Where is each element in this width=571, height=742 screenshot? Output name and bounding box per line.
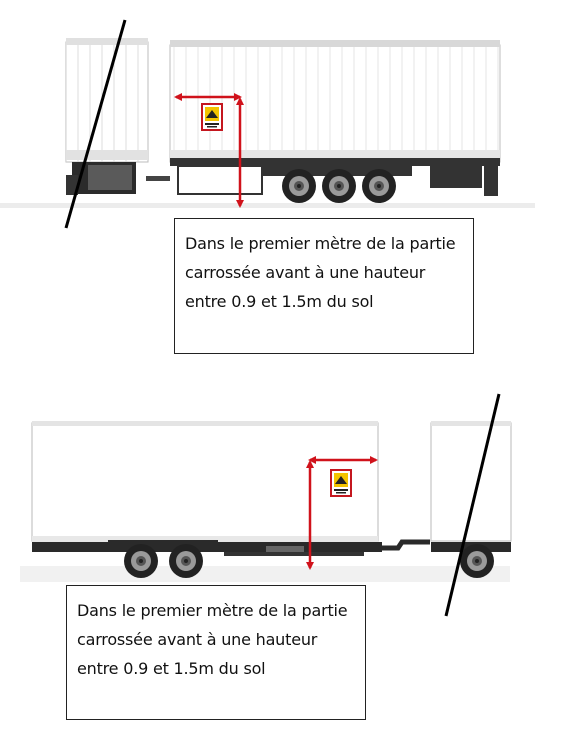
bottom-box-body (31, 421, 379, 542)
bottom-side-guard (224, 552, 364, 556)
bottom-tank-detail (266, 546, 304, 552)
bottom-ground (20, 566, 510, 582)
top-side-box (177, 165, 263, 195)
top-cut-line (64, 19, 127, 229)
wheel-icon (322, 169, 356, 203)
wheel-icon (124, 544, 158, 578)
caption-bottom: Dans le premier mètre de la partie carro… (66, 585, 366, 720)
top-rear-bumper (484, 166, 498, 196)
top-trailer-body (169, 40, 501, 166)
bottom-drawbar (382, 539, 430, 551)
wheel-icon (282, 169, 316, 203)
bottom-mudguard (108, 540, 218, 548)
top-drawbar (146, 176, 170, 181)
top-ground (0, 203, 535, 208)
wheel-icon (169, 544, 203, 578)
top-rear-box (430, 166, 482, 188)
bottom-truck-scene (20, 393, 512, 617)
bottom-cut-line (444, 393, 501, 617)
top-truck-scene (0, 19, 535, 229)
bottom-second-trailer (430, 421, 512, 552)
wheel-icon (460, 544, 494, 578)
blind-spot-warning-sign-icon (330, 469, 352, 497)
top-truck-cab (65, 38, 149, 195)
wheel-icon (362, 169, 396, 203)
blind-spot-warning-sign-icon (201, 103, 223, 131)
caption-top: Dans le premier mètre de la partie carro… (174, 218, 474, 354)
